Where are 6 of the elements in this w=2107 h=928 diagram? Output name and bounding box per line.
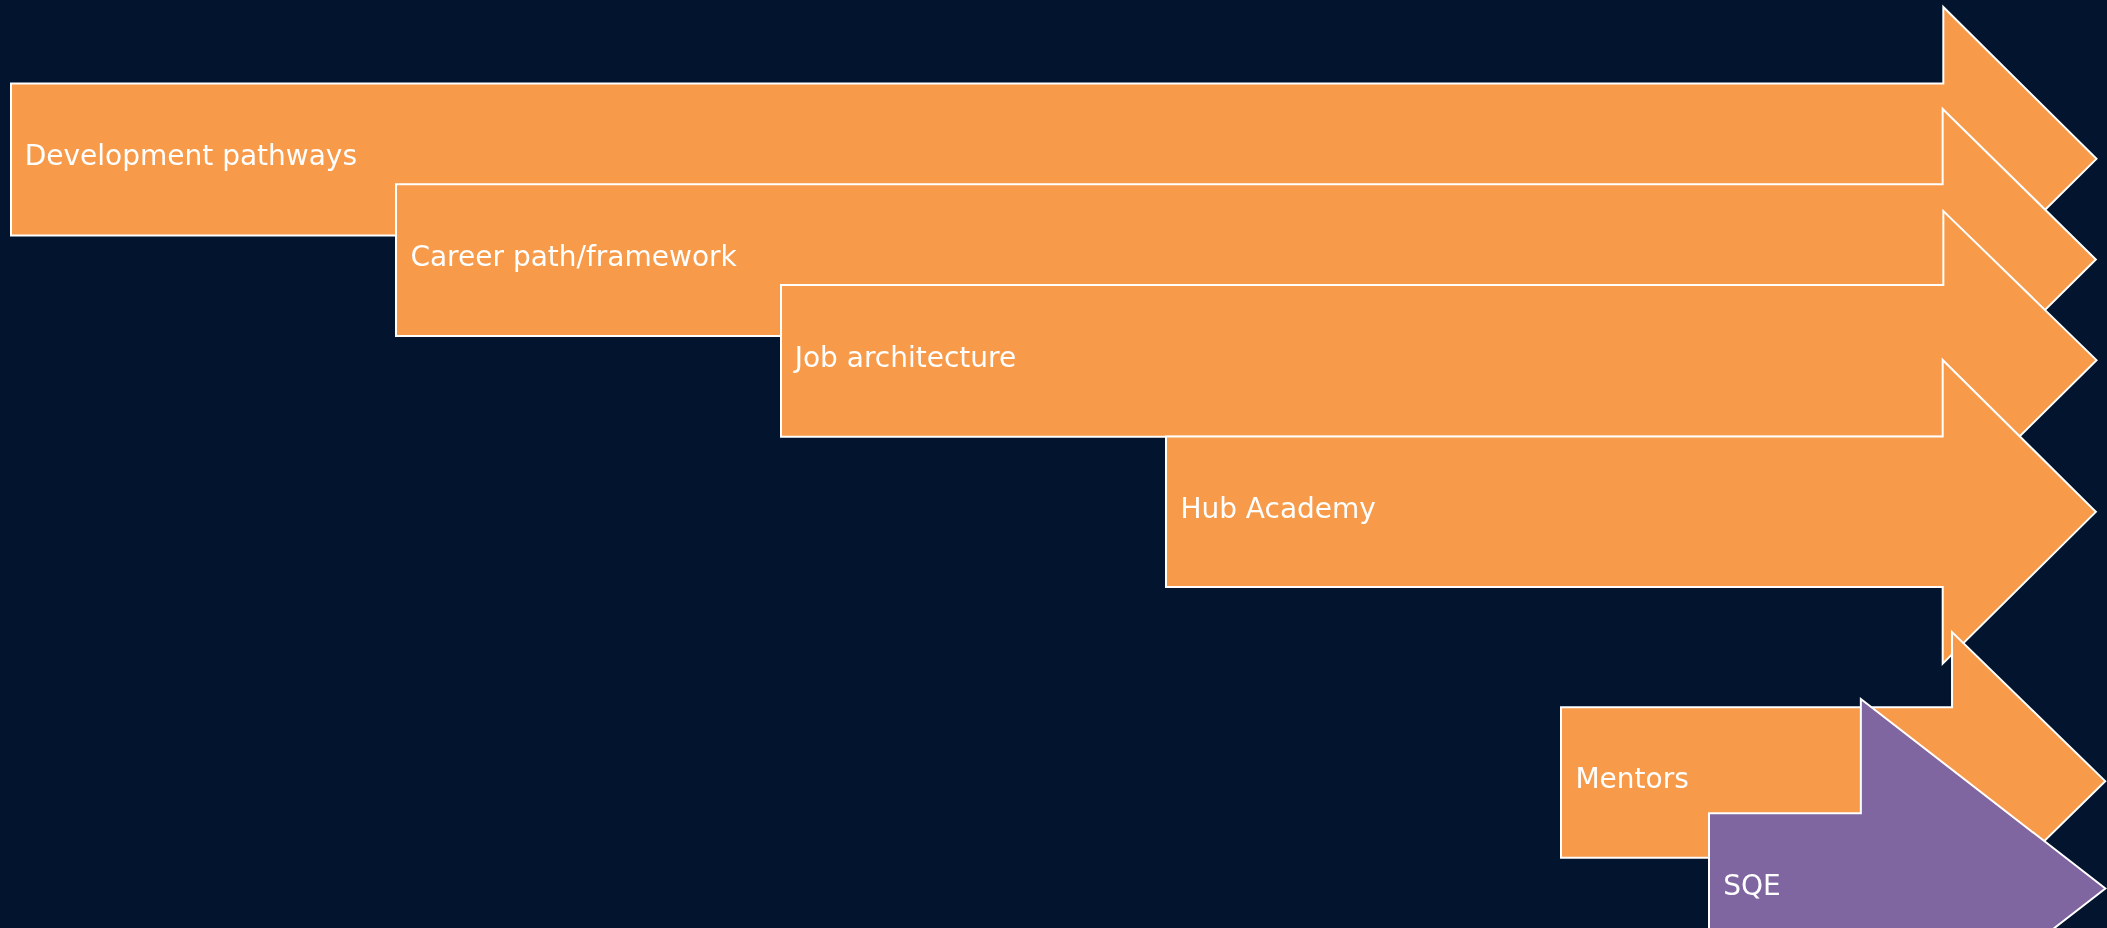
arrow-label: Mentors [1575, 762, 1689, 796]
arrow-label: SQE [1723, 868, 1781, 903]
arrow-label: Job architecture [794, 340, 1017, 375]
arrow-label: Hub Academy [1180, 491, 1376, 526]
arrow-label: Career path/framework [410, 240, 737, 274]
arrow-label: Development pathways [24, 139, 358, 173]
